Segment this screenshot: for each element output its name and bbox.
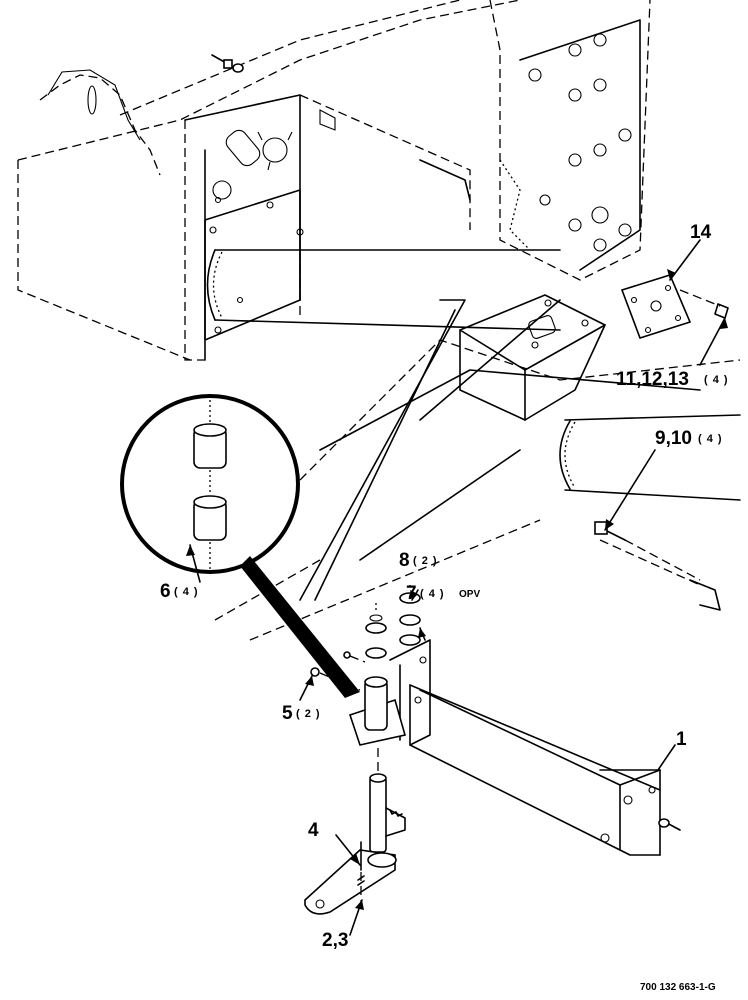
callout-8-qty: ( 2 ): [413, 555, 438, 567]
fastener-5: [310, 651, 366, 691]
main-tube-upper: [206, 249, 561, 331]
frame-housing: [17, 0, 521, 361]
callout-11-12-13-qty: ( 4 ): [704, 374, 729, 386]
callout-8: 8: [399, 550, 410, 571]
callout-7-qty: ( 4 ): [420, 588, 445, 600]
diagonal-frame: [214, 299, 741, 641]
square-plate-14: [620, 274, 729, 339]
top-bolt: [211, 54, 244, 73]
right-tube: [559, 414, 741, 611]
bolt-9-10: [594, 521, 701, 581]
main-arm-1: [389, 639, 681, 856]
callout-9-10-qty: ( 4 ): [698, 433, 723, 445]
callout-6-qty: ( 4 ): [174, 586, 199, 598]
callout-1: 1: [676, 729, 687, 750]
detail-circle: [120, 394, 360, 698]
callout-14: 14: [690, 222, 712, 243]
mount-block: [459, 294, 606, 421]
callout-4: 4: [308, 820, 319, 841]
callout-labels: 1 2,3 4 5 ( 2 ) 6 ( 4 ) 7 ( 4 ) OPV 8 ( …: [160, 222, 729, 951]
arrowheads: [186, 269, 728, 910]
callout-11-12-13: 11,12,13: [616, 369, 689, 390]
callout-5: 5: [282, 703, 293, 724]
right-plate: [489, 0, 651, 281]
callout-5-qty: ( 2 ): [296, 708, 321, 720]
callout-2-3: 2,3: [322, 930, 348, 951]
callout-9-10: 9,10: [655, 428, 692, 449]
leader-lines: [189, 239, 726, 936]
callout-7: 7: [406, 583, 417, 604]
callout-6: 6: [160, 581, 171, 602]
drawing-number: 700 132 663-1-G: [640, 982, 716, 993]
callout-7-suffix: OPV: [459, 589, 480, 600]
lower-spindle-4: [304, 748, 406, 915]
